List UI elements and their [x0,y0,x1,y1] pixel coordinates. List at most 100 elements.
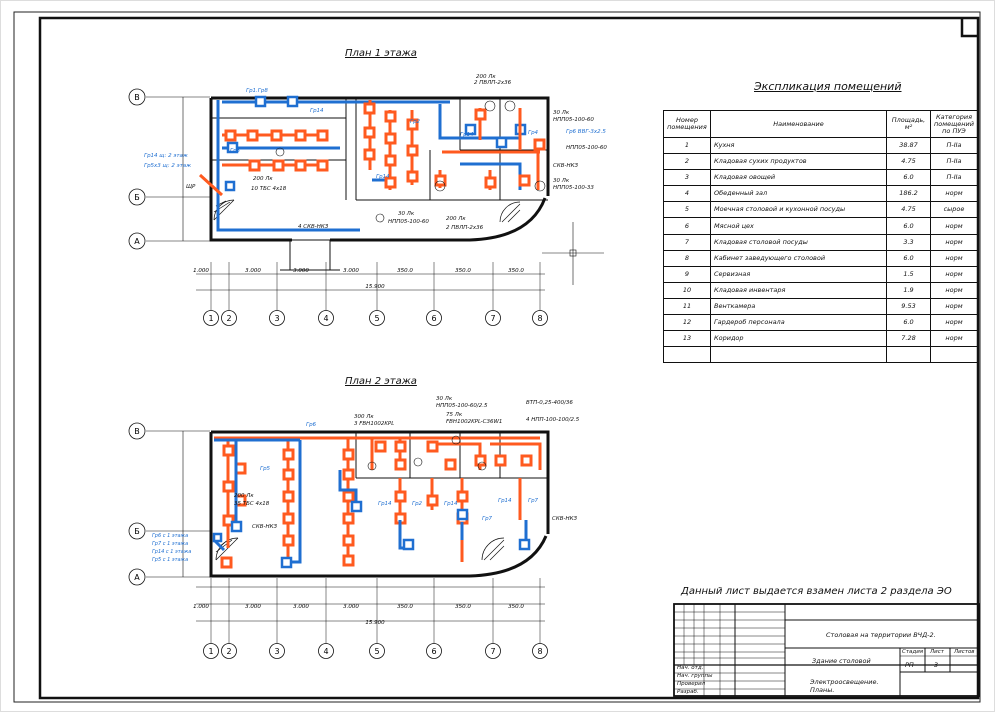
floor1-axis-lines [146,96,210,242]
f1-label-shr: ЩР [186,184,196,190]
f1-label-cable2: СКВ-НКЗ [553,163,579,169]
cell-number: 12 [663,314,711,332]
cell-category: сырое [930,201,978,219]
cell-area [886,346,931,364]
floor2-plan-title: План 2 этажа [345,376,417,387]
page-frame [13,11,981,703]
floor1-walls [209,96,550,242]
f2-label-lux200: 200 Лк [234,493,254,499]
floor2-walls [209,430,550,578]
f2-label-lux75: 75 Лк [446,412,463,418]
f2-label-gr7b: Гр7 [528,498,539,504]
f1-label-gr14c: Гр14 [460,132,474,138]
axis-num-2-f1: 2 [226,314,231,323]
cell-number: 13 [663,330,711,348]
floor2-axis-lines [146,430,210,578]
f1-label-lux30c: 30 Лк [553,178,570,184]
f1-label-gr14a: Гр14 [310,108,324,114]
f2-label-cable1: СКВ-НКЗ [252,524,278,530]
floor1-dim-lines [196,262,545,312]
cell-name: Сервизная [710,265,887,283]
f1-label-cable1: 4 СКВ-НКЗ [298,224,329,230]
f1-dim-2: 3.000 [293,268,309,274]
f2-label-lux300: 300 Лк [354,414,374,420]
f1-label-npp3: НПП05-100-33 [553,185,594,191]
cell-category: норм [930,281,978,299]
cell-area: 3.3 [886,233,931,251]
cell-area: 1.9 [886,281,931,299]
f1-label-gr2: Гр2 [410,119,421,125]
cell-number: 2 [663,153,711,171]
cell-number: 5 [663,201,711,219]
explication-title: Экспликация помещений [754,80,902,93]
axis-num-5-f2: 5 [374,647,379,656]
f1-dim-1: 3.000 [245,268,261,274]
role-1: Нач. отд. [677,665,704,671]
table-row [663,346,978,364]
f1-dim-4: 350.0 [397,268,413,274]
replacement-note: Данный лист выдается взамен листа 2 разд… [681,586,952,597]
cell-name: Кладовая инвентаря [710,281,887,299]
role-2: Нач. группы [677,673,713,679]
cell-category: норм [930,330,978,348]
cell-category: П-IIa [930,136,978,155]
f2-label-fbh2: FBH1002KPL-C36W1 [446,419,502,425]
f1-label-ltg1: Гр14 щ: 2 этаж [144,153,188,159]
f1-label-lux30a: 30 Лк [398,211,415,217]
cell-number: 3 [663,169,711,187]
title-block-grid [673,603,980,697]
axis-num-2-f2: 2 [226,647,231,656]
floor2-dim-text: 1.000 3.000 3.000 3.000 350.0 350.0 350.… [193,604,524,626]
floor1-plan [146,95,604,312]
stage-label: Стадия [902,649,924,655]
cell-number: 4 [663,185,711,203]
cell-number: 7 [663,233,711,251]
cell-name: Кладовая овощей [710,169,887,187]
f1-label-lux200: 200 Лк [253,176,273,182]
f2-dim-total: 15.900 [365,620,385,626]
cell-category: норм [930,185,978,203]
cell-name: Кухня [710,136,887,155]
f1-label-gr4: Гр4 [528,130,539,136]
f2-dim-0: 1.000 [193,604,209,610]
cell-area: 38.87 [886,136,931,155]
floor1-dim-text: 1.000 3.000 3.000 3.000 350.0 350.0 350.… [193,268,524,290]
axis-bubble-v2: В [134,427,140,436]
cell-area: 9.53 [886,297,931,316]
axis-num-7-f1: 7 [490,314,495,323]
axis-num-4-f1: 4 [323,314,328,323]
cell-category: норм [930,265,978,283]
project-name: Столовая на территории ВЧД-2. [826,631,936,639]
cell-category: норм [930,314,978,332]
cell-area: 7.28 [886,330,931,348]
stage-value: РП [905,661,914,669]
f1-label-ltg4: 2 ПВЛП-2х36 [446,225,484,231]
f1-label-vvg: Гр6 ВВГ-3х2.5 [566,129,606,135]
f2-dim-6: 350.0 [508,604,524,610]
floor2-room-markers [367,435,487,471]
f1-dim-6: 350.0 [508,268,524,274]
floor2-dim-lines [196,578,545,645]
axis-num-3-f1: 3 [274,314,279,323]
cell-number [663,346,711,364]
f1-label-lux200c: 200 Лк [446,216,466,222]
cell-name [710,346,887,364]
floor2-stairs [215,537,505,561]
f1-label-npp4: НПП05-100-60 [566,145,607,151]
floor2-red-fixtures [220,440,533,569]
f2-label-gr6: Гр6 [306,422,317,428]
cell-name: Кабинет заведующего столовой [710,249,887,267]
sheet-label: Лист [930,649,944,655]
f1-label-lux200b: 200 Лк [476,74,496,80]
axis-num-8-f2: 8 [537,647,542,656]
f2-label-tbs: 35 ТБС 4x18 [234,501,270,507]
f2-label-gr14b: Гр14 [444,501,458,507]
f1-label-lux30b: 30 Лк [553,110,570,116]
building-name: Здание столовой [812,657,871,665]
f1-label-ltg3: 2 ПВЛП-2х36 [474,80,512,86]
